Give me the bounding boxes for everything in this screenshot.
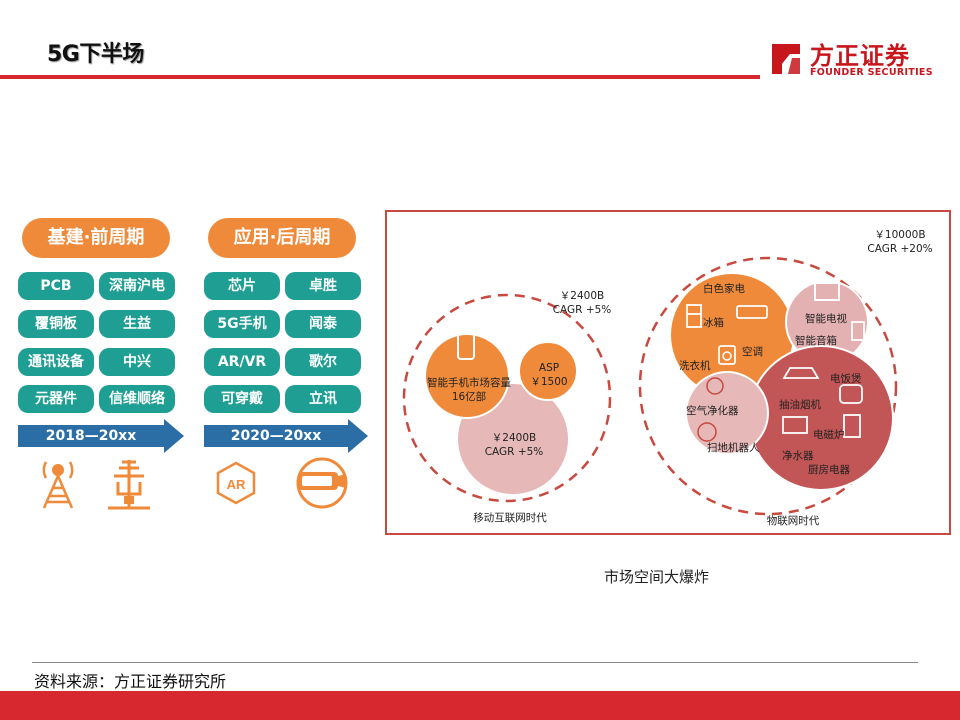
- logo-chinese-text: 方正证券: [810, 42, 910, 70]
- pill-zte: 中兴: [99, 348, 175, 376]
- vr-headset-icon: [296, 457, 348, 509]
- pill-wearable: 可穿戴: [204, 385, 280, 413]
- timeline-2020-label: 2020—20xx: [230, 428, 322, 444]
- pill-wingtech: 闻泰: [285, 310, 361, 338]
- timeline-arrow-2018: 2018—20xx: [18, 419, 184, 453]
- asp-label: ASP: [538, 362, 560, 374]
- market-bubble-diagram: [402, 256, 898, 516]
- pill-xinwei: 信维顺络: [99, 385, 175, 413]
- pill-chip: 芯片: [204, 272, 280, 300]
- page-title: 5G下半场: [47, 42, 144, 67]
- tv-icon: [814, 282, 840, 301]
- iot-outer-value: ￥10000B: [874, 229, 926, 241]
- smartphone-volume-count: 16亿部: [451, 391, 487, 403]
- pill-maxscend: 卓胜: [285, 272, 361, 300]
- smartphone-volume-label: 智能手机市场容量: [427, 377, 511, 389]
- air-purifier-label: 空气净化器: [686, 405, 739, 417]
- robot-vacuum-icon: [697, 422, 717, 442]
- fridge-label: 冰箱: [703, 317, 724, 329]
- iot-era-boundary: [638, 256, 898, 516]
- header-divider: [0, 75, 760, 79]
- iot-era-label: 物联网时代: [766, 515, 820, 527]
- mobile-era-boundary: [402, 293, 612, 503]
- mobile-market-value: ￥2400B: [491, 432, 537, 444]
- pill-shengyi: 生益: [99, 310, 175, 338]
- pill-shennan: 深南沪电: [99, 272, 175, 300]
- source-note: 资料来源：方正证券研究所: [34, 672, 227, 691]
- asp-value: ￥1500: [530, 376, 568, 388]
- diagram-caption: 市场空间大爆炸: [604, 568, 710, 586]
- kitchen-label: 厨房电器: [808, 464, 850, 476]
- range-hood-label: 抽油烟机: [779, 399, 821, 411]
- mobile-era-label: 移动互联网时代: [473, 512, 547, 524]
- ar-badge-icon: AR: [216, 461, 256, 505]
- smart-speaker-label: 智能音箱: [795, 335, 837, 347]
- range-hood-icon: [782, 367, 820, 379]
- timeline-2018-label: 2018—20xx: [45, 428, 137, 444]
- ac-label: 空调: [742, 346, 763, 358]
- rice-cooker-label: 电饭煲: [830, 373, 862, 385]
- pill-ccl: 覆铜板: [18, 310, 94, 338]
- smart-tv-label: 智能电视: [805, 313, 847, 325]
- mobile-outer-cagr: CAGR +5%: [552, 304, 612, 316]
- footer-bar: [0, 691, 960, 720]
- pill-pcb: PCB: [18, 272, 94, 300]
- mobile-outer-value: ￥2400B: [559, 290, 605, 302]
- robot-vacuum-label: 扫地机器人: [707, 442, 760, 454]
- footer-divider: [32, 662, 918, 663]
- founder-logo-icon: [772, 44, 800, 74]
- phase-infrastructure-badge: 基建·前周期: [22, 218, 170, 258]
- svg-text:AR: AR: [227, 477, 246, 492]
- water-purifier-label: 净水器: [782, 450, 814, 462]
- air-conditioner-icon: [736, 305, 768, 319]
- timeline-arrow-2020: 2020—20xx: [204, 419, 368, 453]
- white-goods-label: 白色家电: [703, 283, 745, 295]
- induction-label: 电磁炉: [813, 429, 845, 441]
- washer-label: 洗衣机: [679, 360, 711, 372]
- pill-components: 元器件: [18, 385, 94, 413]
- pill-luxshare: 立讯: [285, 385, 361, 413]
- antenna-station-icon: [108, 460, 150, 510]
- rice-cooker-icon: [839, 384, 863, 404]
- purifier-bubble: [685, 371, 769, 455]
- mobile-market-cagr: CAGR +5%: [484, 446, 544, 458]
- fridge-icon: [686, 304, 702, 328]
- air-purifier-icon: [706, 377, 724, 395]
- pill-ar-vr: AR/VR: [204, 348, 280, 376]
- water-purifier-icon: [843, 414, 861, 438]
- asp-bubble: [518, 341, 578, 401]
- washer-icon: [718, 345, 736, 365]
- speaker-icon: [851, 321, 865, 341]
- logo-english-text: FOUNDER SECURITIES: [810, 67, 933, 78]
- iot-outer-cagr: CAGR +20%: [867, 243, 933, 255]
- smartphone-icon: [457, 332, 475, 360]
- pill-5g-phone: 5G手机: [204, 310, 280, 338]
- pill-telecom: 通讯设备: [18, 348, 94, 376]
- phase-application-badge: 应用·后周期: [208, 218, 356, 258]
- pill-goertek: 歌尔: [285, 348, 361, 376]
- signal-tower-icon: [42, 461, 74, 509]
- induction-icon: [782, 416, 808, 434]
